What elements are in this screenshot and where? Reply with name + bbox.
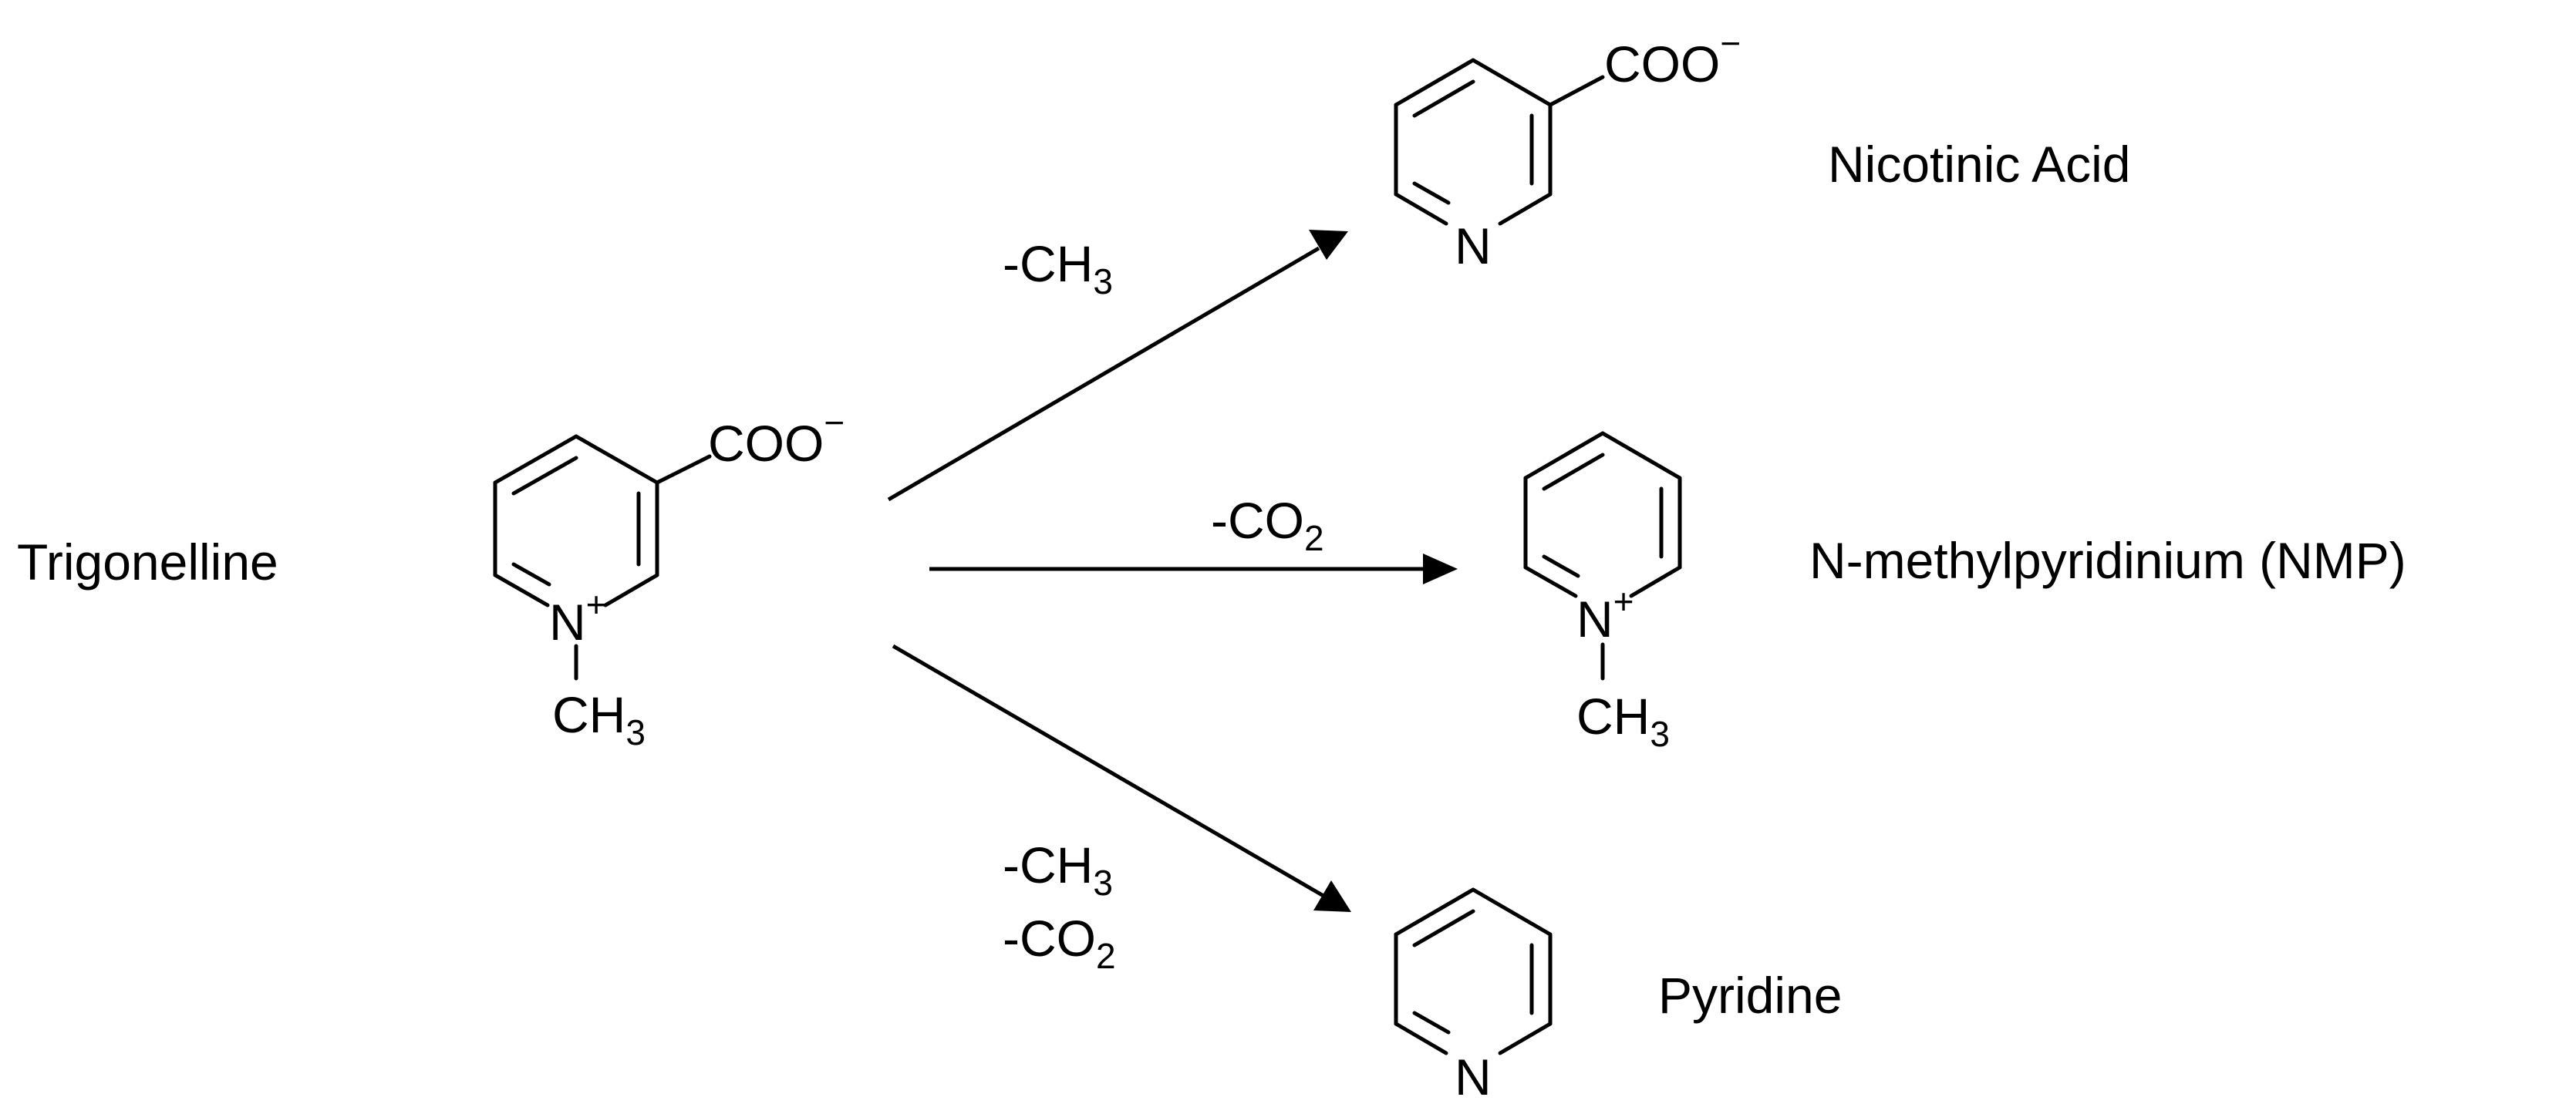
reaction-label-demethylation-decarboxylation: -CH3 -CO2 <box>1003 836 1116 976</box>
trigonelline-label: Trigonelline <box>17 533 278 591</box>
arrow-to-nicotinic-acid <box>887 230 1348 502</box>
svg-text:-CH3: -CH3 <box>1003 836 1113 903</box>
pyridine-ring <box>1394 887 1553 1055</box>
nicotinic-acid-carboxyl-bond <box>1548 75 1605 107</box>
trigonelline-ring <box>493 434 659 607</box>
trigonelline-nitrogen: N+ <box>549 584 607 651</box>
arrow-to-nmp <box>929 554 1458 584</box>
pyridine-nitrogen: N <box>1455 1048 1492 1106</box>
trigonelline-carboxylate-group: COO− <box>708 402 845 472</box>
nicotinic-acid-label: Nicotinic Acid <box>1828 136 2131 193</box>
nmp-methyl-group: CH3 <box>1576 688 1670 754</box>
nmp-ring <box>1523 431 1682 598</box>
nmp-label: N-methylpyridinium (NMP) <box>1809 532 2406 589</box>
nicotinic-acid-carboxylate-group: COO− <box>1604 23 1741 93</box>
svg-text:-CO2: -CO2 <box>1003 910 1116 976</box>
pyridine-structure: N <box>1394 887 1553 1106</box>
trigonelline-carboxyl-bond <box>655 454 712 485</box>
nmp-nitrogen: N+ <box>1576 581 1634 648</box>
arrow-to-pyridine <box>892 644 1351 912</box>
nmp-structure: N+ CH3 <box>1523 431 1682 754</box>
nicotinic-acid-nitrogen: N <box>1455 217 1492 274</box>
nicotinic-acid-structure: COO− N <box>1394 23 1741 274</box>
nicotinic-acid-ring <box>1394 58 1553 226</box>
trigonelline-methyl-group: CH3 <box>552 686 646 752</box>
reaction-label-decarboxylation: -CO2 <box>1211 492 1324 558</box>
trigonelline-structure: COO− N+ CH3 <box>493 402 845 752</box>
pyridine-label: Pyridine <box>1658 967 1842 1024</box>
reaction-label-demethylation: -CH3 <box>1003 235 1113 301</box>
